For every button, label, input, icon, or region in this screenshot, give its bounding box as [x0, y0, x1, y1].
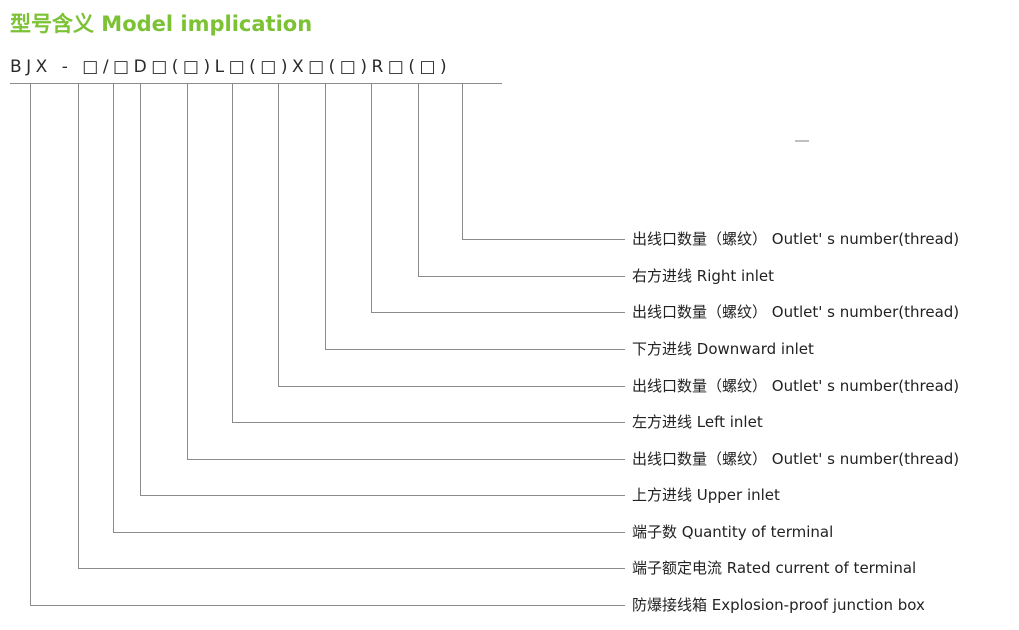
- model-code-string: BJX - □/□D□(□)L□(□)X□(□)R□(□): [10, 57, 452, 77]
- connector-vertical-line: [462, 84, 463, 239]
- connector-vertical-line: [187, 84, 188, 459]
- connector-horizontal-line: [187, 459, 625, 460]
- row-label-rated-current: 端子额定电流 Rated current of terminal: [632, 559, 917, 577]
- connector-horizontal-line: [78, 568, 625, 569]
- row-label-outlet-number-l: 出线口数量（螺纹） Outlet' s number(thread): [632, 377, 960, 395]
- connector-vertical-line: [140, 84, 141, 495]
- connector-vertical-line: [278, 84, 279, 386]
- connector-vertical-line: [232, 84, 233, 422]
- connector-horizontal-line: [325, 349, 625, 350]
- connector-vertical-line: [78, 84, 79, 568]
- row-label-outlet-number-r: 出线口数量（螺纹） Outlet' s number(thread): [632, 230, 960, 248]
- row-label-outlet-number-d: 出线口数量（螺纹） Outlet' s number(thread): [632, 450, 960, 468]
- row-label-downward-inlet: 下方进线 Downward inlet: [632, 340, 814, 358]
- connector-vertical-line: [325, 84, 326, 349]
- connector-horizontal-line: [278, 386, 625, 387]
- row-label-upper-inlet: 上方进线 Upper inlet: [632, 486, 780, 504]
- row-label-outlet-number-x: 出线口数量（螺纹） Outlet' s number(thread): [632, 303, 960, 321]
- connector-vertical-line: [418, 84, 419, 276]
- connector-horizontal-line: [113, 532, 625, 533]
- row-label-terminal-quantity: 端子数 Quantity of terminal: [632, 523, 834, 541]
- row-label-junction-box: 防爆接线箱 Explosion-proof junction box: [632, 596, 925, 614]
- stray-mark: [795, 140, 809, 142]
- connector-horizontal-line: [232, 422, 625, 423]
- connector-vertical-line: [371, 84, 372, 312]
- connector-horizontal-line: [140, 495, 625, 496]
- page-title: 型号含义 Model implication: [10, 12, 313, 36]
- row-label-left-inlet: 左方进线 Left inlet: [632, 413, 763, 431]
- connector-vertical-line: [113, 84, 114, 532]
- connector-vertical-line: [30, 84, 31, 605]
- connector-horizontal-line: [30, 605, 625, 606]
- connector-horizontal-line: [371, 312, 625, 313]
- connector-horizontal-line: [462, 239, 625, 240]
- model-code-underline: [10, 83, 502, 84]
- row-label-right-inlet: 右方进线 Right inlet: [632, 267, 774, 285]
- connector-horizontal-line: [418, 276, 625, 277]
